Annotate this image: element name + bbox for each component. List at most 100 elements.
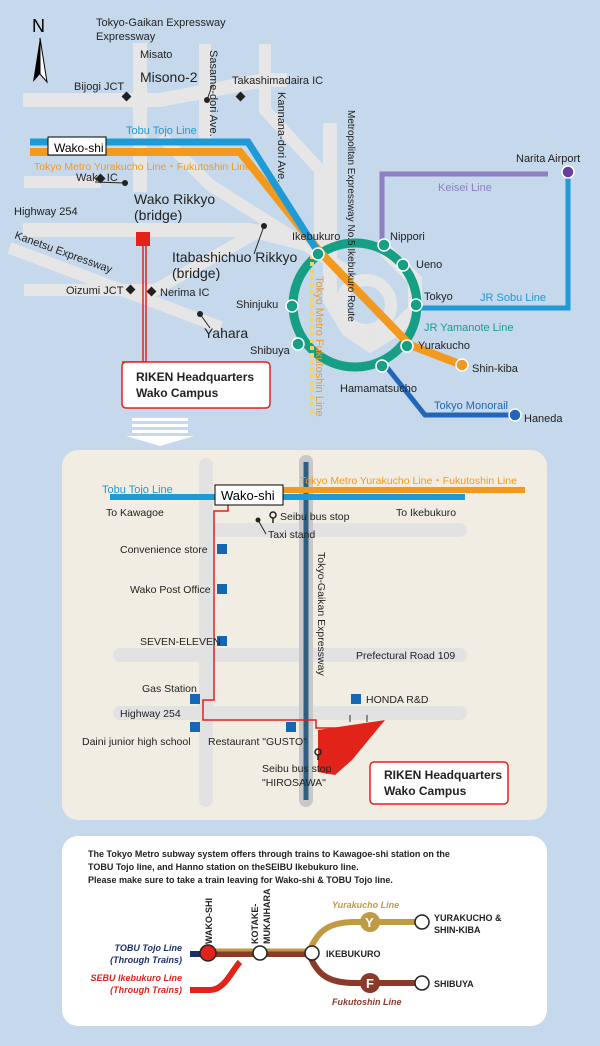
notice-line2: TOBU Tojo line, and Hanno station on the… bbox=[88, 862, 359, 872]
wako-shi-label: WAKO-SHI bbox=[204, 898, 214, 944]
label-gusto: Restaurant "GUSTO" bbox=[208, 736, 307, 748]
riken-marker bbox=[136, 232, 150, 246]
label-taxi-stand: Taxi stand bbox=[268, 529, 315, 541]
station-shin-kiba: Shin-kiba bbox=[472, 363, 519, 375]
detail-riken-line2: Wako Campus bbox=[384, 784, 467, 798]
label-to-kawagoe: To Kawagoe bbox=[106, 507, 164, 519]
tokyo-monorail bbox=[383, 363, 515, 418]
station-haneda: Haneda bbox=[524, 413, 563, 425]
label-detail-highway254: Highway 254 bbox=[120, 708, 181, 720]
label-jr-yamanote: JR Yamanote Line bbox=[424, 322, 513, 334]
station-shinjuku: Shinjuku bbox=[236, 299, 278, 311]
detail-map: Wako-shi Tobu Tojo Line Tokyo Metro Yura… bbox=[62, 450, 547, 820]
ikebukuro-label: IKEBUKURO bbox=[326, 949, 381, 959]
label-hirosawa-2: "HIROSAWA" bbox=[262, 777, 326, 789]
yurakucho-dest-label: YURAKUCHO & bbox=[434, 913, 502, 923]
label-prefectural-road: Prefectural Road 109 bbox=[356, 650, 455, 662]
station-hamamatsucho: Hamamatsucho bbox=[340, 383, 417, 395]
yurakucho-station-dot bbox=[414, 914, 430, 930]
riken-campus-shape bbox=[318, 720, 385, 775]
label-tokyo-gaikan: Tokyo-Gaikan Expressway bbox=[96, 17, 226, 29]
wako-shi-station-dot bbox=[199, 944, 217, 962]
label-yahara: Yahara bbox=[204, 325, 248, 341]
label-fukutoshin: Tokyo Metro Fukutoshin Line bbox=[313, 276, 325, 417]
label-oizumi: Oizumi JCT bbox=[66, 285, 124, 297]
wako-shi-box bbox=[47, 136, 107, 156]
route-diagram: The Tokyo Metro subway system offers thr… bbox=[62, 836, 547, 1026]
label-wako-rikkyo-bridge: (bridge) bbox=[134, 207, 182, 223]
jr-sobu-line bbox=[420, 178, 571, 311]
tobu-through-sub: (Through Trains) bbox=[110, 955, 182, 965]
ikebukuro-station-dot bbox=[304, 945, 320, 961]
fukutoshin-line-icon bbox=[360, 973, 380, 993]
station-narita: Narita Airport bbox=[516, 153, 580, 165]
mukaihara-label: MUKAIHARA bbox=[262, 888, 272, 944]
label-itabashi: Itabashichuo Rikkyo bbox=[172, 249, 298, 265]
kotake-label: KOTAKE- bbox=[250, 904, 260, 944]
detail-riken-line1: RIKEN Headquarters bbox=[384, 768, 502, 782]
shin-kiba-dest-label: SHIN-KIBA bbox=[434, 925, 481, 935]
detail-label-yurakucho: Tokyo Metro Yurakucho Line・Fukutoshin Li… bbox=[300, 475, 517, 487]
station-ikebukuro: Ikebukuro bbox=[292, 231, 340, 243]
station-nippori: Nippori bbox=[390, 231, 425, 243]
label-tobu-tojo: Tobu Tojo Line bbox=[126, 125, 197, 137]
yurakucho-line-icon bbox=[360, 912, 380, 932]
label-bijogi: Bijogi JCT bbox=[74, 81, 124, 93]
label-seven-eleven: SEVEN-ELEVEN bbox=[140, 636, 221, 648]
label-monorail: Tokyo Monorail bbox=[434, 400, 508, 412]
station-markers bbox=[285, 165, 575, 422]
label-kannana: Kannana-dori Ave. bbox=[275, 92, 287, 182]
detail-label-tobu: Tobu Tojo Line bbox=[102, 484, 173, 496]
riken-callout bbox=[121, 361, 271, 409]
detail-wako-shi-box bbox=[214, 484, 284, 506]
detail-riken-callout bbox=[369, 761, 509, 805]
label-gas-station: Gas Station bbox=[142, 683, 197, 695]
north-arrow-icon bbox=[33, 37, 48, 84]
station-tokyo: Tokyo bbox=[424, 291, 453, 303]
detail-wako-shi: Wako-shi bbox=[221, 488, 275, 503]
y-mark: Y bbox=[365, 915, 374, 930]
label-to-ikebukuro: To Ikebukuro bbox=[396, 507, 456, 519]
junction-markers bbox=[95, 91, 246, 297]
north-label: N bbox=[32, 16, 45, 36]
notice-line1: The Tokyo Metro subway system offers thr… bbox=[88, 849, 450, 859]
label-wako-shi: Wako-shi bbox=[54, 141, 104, 155]
bus-stop-icon bbox=[269, 511, 277, 523]
label-detail-gaikan: Tokyo-Gaikan Expressway bbox=[315, 552, 327, 676]
label-misono: Misono-2 bbox=[140, 69, 198, 85]
station-ueno: Ueno bbox=[416, 259, 442, 271]
fukutoshin-line-label: Fukutoshin Line bbox=[332, 997, 402, 1007]
label-wako-ic: Wako IC bbox=[76, 172, 118, 184]
station-shibuya: Shibuya bbox=[250, 345, 291, 357]
shibuya-dest-label: SHIBUYA bbox=[434, 979, 474, 989]
label-expressway-second: Expressway bbox=[96, 31, 156, 43]
poi-markers bbox=[190, 544, 361, 732]
label-itabashi-bridge: (bridge) bbox=[172, 265, 220, 281]
label-nerima: Nerima IC bbox=[160, 287, 210, 299]
seibu-through-sub: (Through Trains) bbox=[110, 985, 182, 995]
label-post-office: Wako Post Office bbox=[130, 584, 211, 596]
keisei-line bbox=[379, 171, 548, 240]
station-yurakucho: Yurakucho bbox=[418, 340, 470, 352]
label-honda: HONDA R&D bbox=[366, 694, 429, 706]
f-mark: F bbox=[366, 976, 374, 991]
label-takashimadaira: Takashimadaira IC bbox=[232, 75, 323, 87]
label-jr-sobu: JR Sobu Line bbox=[480, 292, 546, 304]
shibuya-station-dot bbox=[414, 975, 430, 991]
label-highway254: Highway 254 bbox=[14, 206, 78, 218]
down-arrow-icon bbox=[126, 418, 194, 446]
label-seibu-bus-stop: Seibu bus stop bbox=[280, 511, 350, 523]
riken-callout-line1: RIKEN Headquarters bbox=[136, 370, 254, 384]
hirosawa-bus-stop-icon bbox=[314, 748, 322, 760]
notice-line3: Please make sure to take a train leaving… bbox=[88, 875, 393, 885]
label-yurakucho-fukutoshin: Tokyo Metro Yurakucho Line・Fukutoshin Li… bbox=[34, 161, 251, 173]
label-convenience-store: Convenience store bbox=[120, 544, 208, 556]
yurakucho-line-label: Yurakucho Line bbox=[332, 900, 399, 910]
tobu-through-label: TOBU Tojo Line bbox=[115, 943, 183, 953]
label-daini: Daini junior high school bbox=[82, 736, 191, 748]
label-metro-expressway: Metropolitan Expressway No.5 Ikebukuro R… bbox=[345, 110, 356, 322]
kotake-station-dot bbox=[252, 945, 268, 961]
label-sasame: Sasame-dori Ave. bbox=[207, 50, 219, 137]
label-misato: Misato bbox=[140, 49, 172, 61]
